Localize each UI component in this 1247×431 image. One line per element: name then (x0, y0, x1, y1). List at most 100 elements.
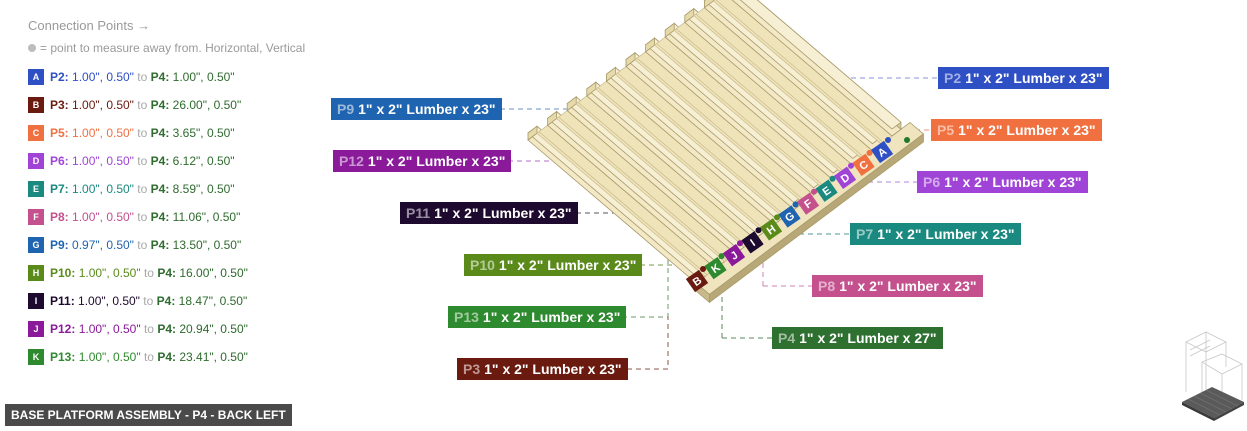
from-part: P6: (50, 154, 69, 168)
slat-badge-b: B (685, 269, 709, 293)
part-desc: 1" x 2" Lumber x 23" (965, 70, 1103, 86)
part-id: P12 (339, 153, 364, 169)
to-part: P4: (150, 70, 170, 84)
connection-badge: G (28, 237, 44, 253)
slat-badge-a: A (870, 140, 894, 164)
to-value: 13.50", 0.50" (172, 238, 242, 252)
to-part: P4: (150, 154, 170, 168)
slat-badge-k: K (704, 256, 727, 280)
connection-badge: H (28, 265, 44, 281)
legend-subtitle: = point to measure away from. Horizontal… (28, 41, 305, 55)
slat-badge-d: D (833, 166, 857, 189)
to-part: P4: (150, 126, 170, 140)
connection-badge: A (28, 69, 44, 85)
from-part: P11: (50, 294, 75, 308)
to-value: 16.00", 0.50" (179, 266, 248, 280)
part-desc: 1" x 2" Lumber x 23" (958, 122, 1096, 138)
connection-row-a: A P2: 1.00", 0.50" to P4: 1.00", 0.50" (28, 69, 235, 85)
connection-badge: B (28, 97, 44, 113)
from-part: P2: (50, 70, 69, 84)
to-part: P4: (150, 238, 170, 252)
to-value: 26.00", 0.50" (172, 98, 242, 112)
to-value: 6.12", 0.50" (172, 154, 235, 168)
slat-badge-e: E (815, 179, 838, 202)
to-value: 23.41", 0.50" (179, 350, 248, 364)
slat-badge-j: J (722, 244, 746, 267)
to-part: P4: (156, 294, 176, 308)
from-part: P10: (50, 266, 76, 280)
from-value: 1.00", 0.50" (78, 350, 141, 364)
assembly-thumbnail-icon[interactable] (1172, 322, 1247, 427)
to-word: to (137, 154, 148, 168)
part-desc: 1" x 2" Lumber x 23" (367, 153, 506, 169)
part-desc: 1" x 2" Lumber x 23" (877, 226, 1015, 242)
connection-badge: J (28, 321, 44, 337)
part-id: P10 (470, 257, 495, 273)
part-desc: 1" x 2" Lumber x 23" (482, 309, 621, 325)
connection-badge: E (28, 181, 44, 197)
from-value: 1.00", 0.50" (72, 70, 134, 84)
from-part: P3: (50, 98, 69, 112)
from-part: P13: (50, 350, 76, 364)
part-desc: 1" x 2" Lumber x 23" (839, 278, 977, 294)
view-title: BASE PLATFORM ASSEMBLY - P4 - BACK LEFT (5, 404, 292, 426)
to-word: to (137, 98, 148, 112)
part-desc: 1" x 2" Lumber x 23" (484, 361, 622, 377)
connection-row-k: K P13: 1.00", 0.50" to P4: 23.41", 0.50" (28, 349, 248, 365)
legend-title: Connection Points → (28, 18, 151, 33)
svg-text:J: J (729, 249, 741, 262)
slat-badge-c: C (852, 153, 875, 177)
from-value: 1.00", 0.50" (72, 154, 134, 168)
part-desc: 1" x 2" Lumber x 27" (799, 330, 937, 346)
part-desc: 1" x 2" Lumber x 23" (358, 101, 496, 117)
connection-badge: C (28, 125, 44, 141)
from-value: 1.00", 0.50" (72, 210, 134, 224)
to-part: P4: (157, 322, 176, 336)
to-word: to (143, 294, 154, 308)
to-word: to (143, 266, 154, 280)
part-id: P11 (406, 205, 431, 221)
part-id: P3 (463, 361, 481, 377)
to-word: to (137, 70, 148, 84)
to-word: to (137, 210, 148, 224)
to-word: to (143, 350, 154, 364)
from-part: P8: (50, 210, 69, 224)
svg-text:I: I (748, 237, 757, 249)
platform-drawing (527, 0, 925, 304)
part-desc: 1" x 2" Lumber x 23" (498, 257, 637, 273)
to-value: 1.00", 0.50" (172, 70, 235, 84)
to-part: P4: (157, 350, 176, 364)
slat-badge-f: F (796, 192, 820, 215)
part-desc: 1" x 2" Lumber x 23" (434, 205, 572, 221)
connection-badge: K (28, 349, 44, 365)
part-id: P8 (818, 278, 836, 294)
from-value: 1.00", 0.50" (72, 126, 134, 140)
to-value: 11.06", 0.50" (172, 210, 241, 224)
part-id: P4 (778, 330, 796, 346)
part-id: P6 (923, 174, 941, 190)
slat-badge-h: H (759, 218, 783, 241)
connection-badge: F (28, 209, 44, 225)
part-id: P2 (944, 70, 962, 86)
